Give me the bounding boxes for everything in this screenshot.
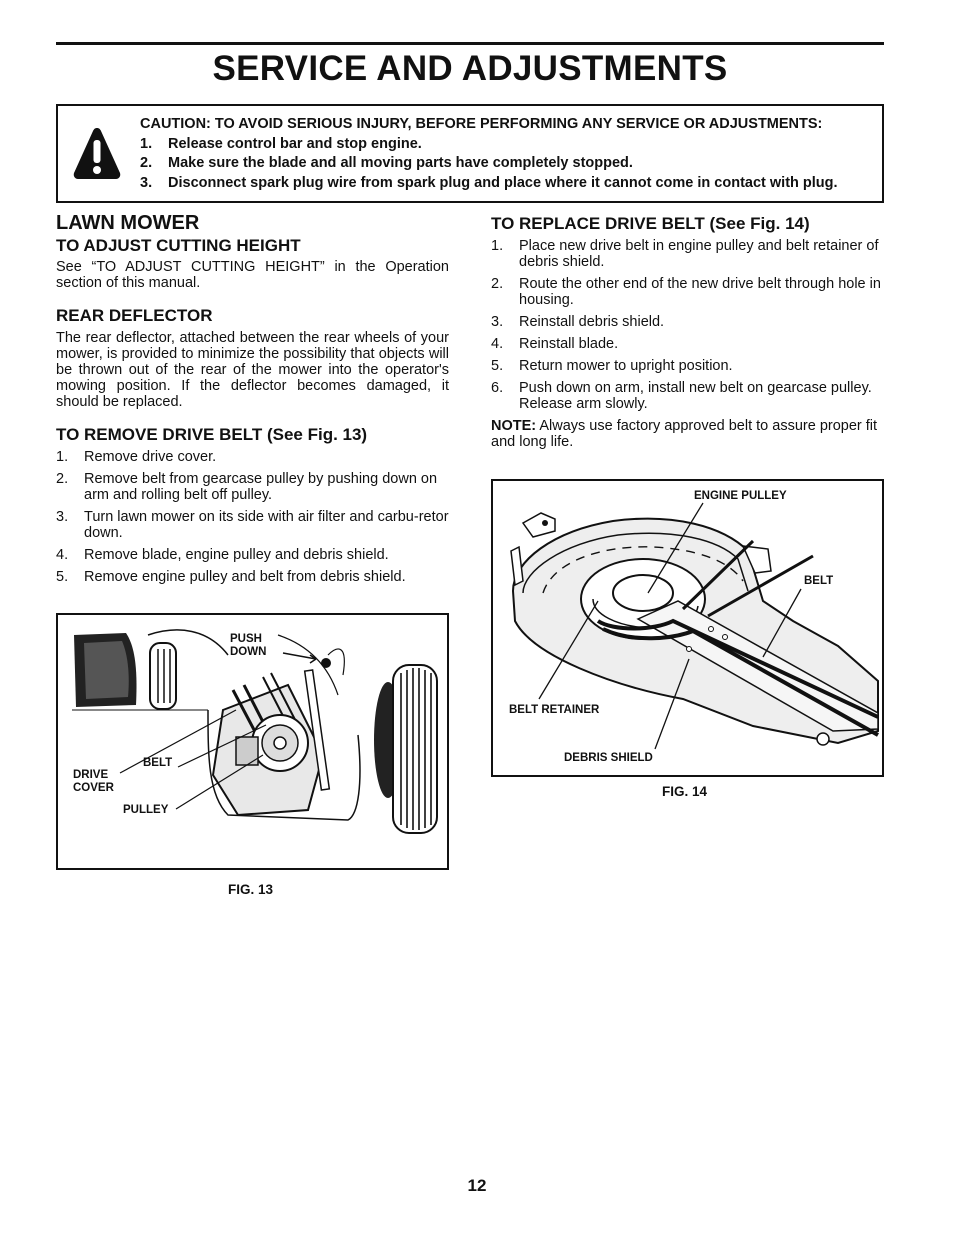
list-item: 2.Route the other end of the new drive b… bbox=[491, 276, 881, 308]
note-label: NOTE: bbox=[491, 418, 537, 434]
heading-remove-drive-belt: TO REMOVE DRIVE BELT (See Fig. 13) bbox=[56, 425, 368, 444]
caution-text: CAUTION: TO AVOID SERIOUS INJURY, BEFORE… bbox=[140, 115, 880, 193]
note-paragraph: NOTE: Always use factory approved belt t… bbox=[491, 418, 884, 450]
figure-13: PUSH DOWN BELT DRIVE COVER PULLEY bbox=[56, 613, 449, 870]
left-column: LAWN MOWER TO ADJUST CUTTING HEIGHT See … bbox=[56, 212, 449, 591]
figure-14: ENGINE PULLEY BELT BELT RETAINER DEBRIS … bbox=[491, 479, 884, 777]
list-item: 1.Remove drive cover. bbox=[56, 449, 217, 465]
remove-belt-steps: 1.Remove drive cover. 2.Remove belt from… bbox=[56, 449, 449, 585]
list-item: 5.Return mower to upright position. bbox=[491, 358, 733, 374]
list-item: 1.Place new drive belt in engine pulley … bbox=[491, 238, 879, 270]
fig13-caption: FIG. 13 bbox=[228, 882, 274, 897]
list-item: 6.Push down on arm, install new belt on … bbox=[491, 380, 872, 412]
right-column: TO REPLACE DRIVE BELT (See Fig. 14) 1.Pl… bbox=[491, 214, 884, 450]
page-title: SERVICE AND ADJUSTMENTS bbox=[212, 49, 728, 88]
heading-replace-drive-belt: TO REPLACE DRIVE BELT (See Fig. 14) bbox=[491, 214, 810, 233]
fig13-label-belt: BELT bbox=[143, 757, 173, 769]
list-item: 4.Remove blade, engine pulley and debris… bbox=[56, 547, 389, 563]
caution-item: 1.Release control bar and stop engine. bbox=[140, 135, 422, 152]
note-text: Always use factory approved belt to assu… bbox=[491, 418, 878, 450]
fig13-label-pulley: PULLEY bbox=[123, 804, 169, 816]
fig14-label-belt: BELT bbox=[804, 575, 834, 587]
fig14-label-engine-pulley: ENGINE PULLEY bbox=[694, 490, 787, 502]
heading-adjust-cutting-height: TO ADJUST CUTTING HEIGHT bbox=[56, 236, 301, 255]
fig14-illustration bbox=[510, 502, 879, 750]
caution-box: CAUTION: TO AVOID SERIOUS INJURY, BEFORE… bbox=[56, 104, 884, 203]
fig14-caption: FIG. 14 bbox=[662, 784, 708, 799]
caution-item: 2.Make sure the blade and all moving par… bbox=[140, 155, 633, 171]
list-item: 4.Reinstall blade. bbox=[491, 336, 619, 352]
fig13-illustration bbox=[72, 629, 438, 834]
caution-item: 3.Disconnect spark plug wire from spark … bbox=[140, 174, 838, 191]
caution-heading: CAUTION: TO AVOID SERIOUS INJURY, BEFORE… bbox=[140, 116, 823, 132]
section-title-lawn-mower: LAWN MOWER bbox=[56, 212, 200, 234]
page-number: 12 bbox=[467, 1176, 487, 1195]
header-rule bbox=[56, 42, 884, 45]
list-item: 3.Reinstall debris shield. bbox=[491, 314, 665, 330]
replace-belt-steps: 1.Place new drive belt in engine pulley … bbox=[491, 238, 884, 412]
cutting-height-text: See “TO ADJUST CUTTING HEIGHT” in the Op… bbox=[56, 259, 449, 291]
rear-deflector-text: The rear deflector, attached between the… bbox=[56, 330, 449, 410]
fig14-label-belt-retainer: BELT RETAINER bbox=[509, 704, 600, 716]
list-item: 2.Remove belt from gearcase pulley by pu… bbox=[56, 471, 438, 503]
fig13-label-drive-cover: DRIVE COVER bbox=[73, 769, 114, 794]
fig13-label-push-down: PUSH DOWN bbox=[230, 633, 267, 658]
fig14-label-debris-shield: DEBRIS SHIELD bbox=[564, 752, 653, 764]
list-item: 3.Turn lawn mower on its side with air f… bbox=[56, 509, 449, 541]
heading-rear-deflector: REAR DEFLECTOR bbox=[56, 306, 213, 325]
list-item: 5.Remove engine pulley and belt from deb… bbox=[56, 569, 406, 585]
warning-icon bbox=[73, 128, 121, 179]
